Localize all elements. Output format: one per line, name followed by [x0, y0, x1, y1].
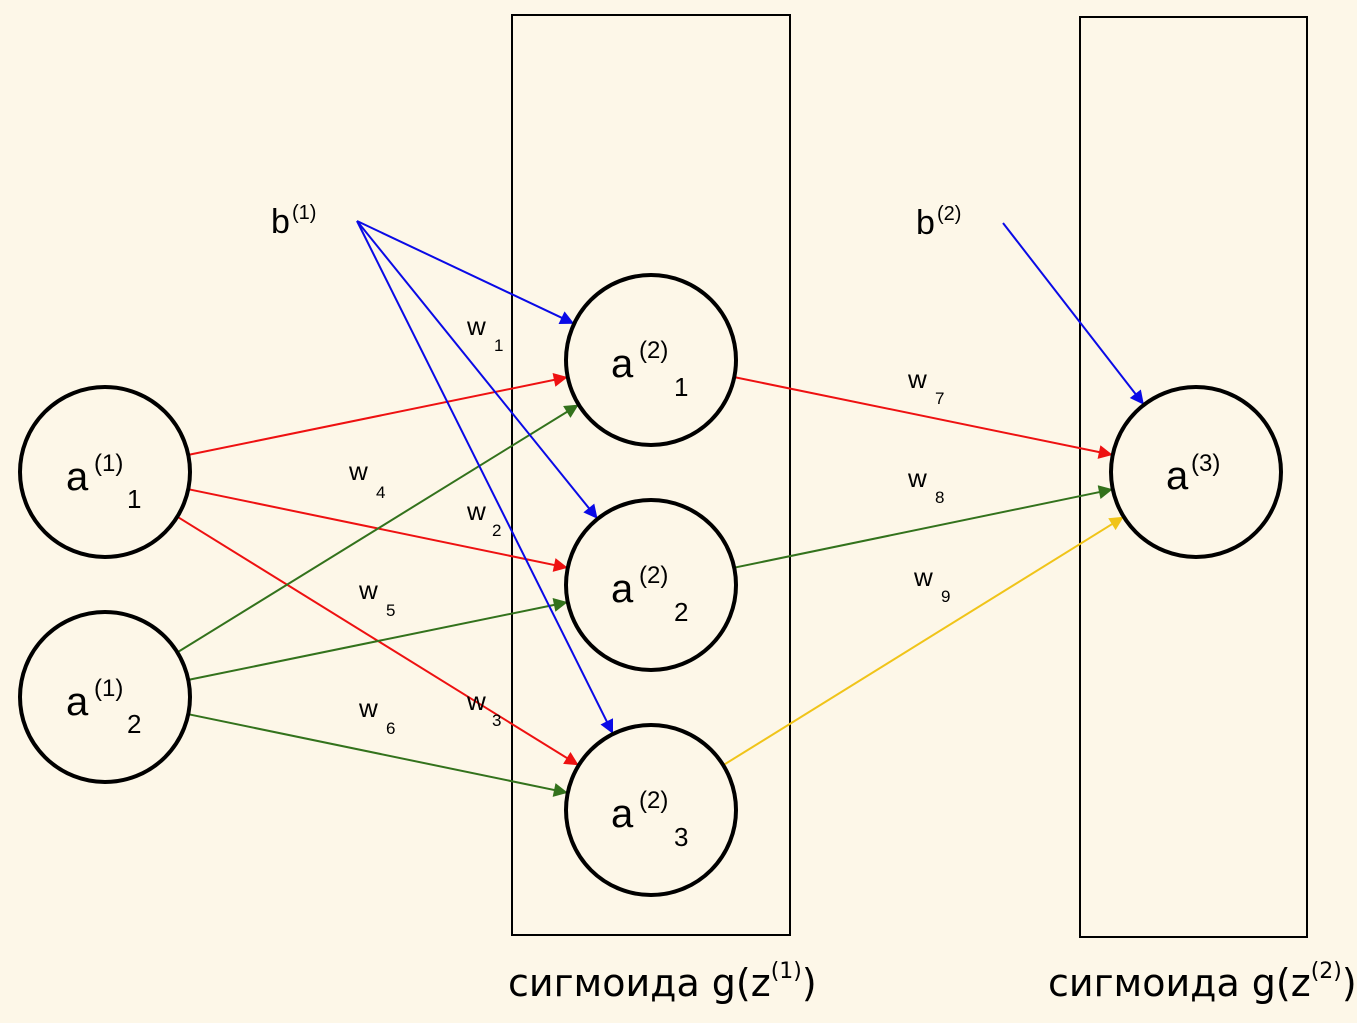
weight-w4-base: w — [348, 456, 368, 486]
bias-b1-label: b (1) — [271, 202, 316, 241]
node-input-2-base: a — [66, 680, 89, 724]
weight-w9-base: w — [913, 562, 933, 592]
weight-w6-base: w — [358, 693, 378, 723]
output-layer-box — [1079, 16, 1308, 938]
edge-hidden-1-to-output — [734, 376, 1113, 459]
weight-w1-sub: 1 — [494, 336, 503, 355]
node-hidden-2: a (2) 2 — [564, 498, 738, 672]
hidden-caption-text: сигмоида g(z — [508, 961, 771, 1005]
weight-w2-base: w — [466, 496, 486, 526]
node-hidden-1-base: a — [611, 342, 634, 386]
node-hidden-3: a (2) 3 — [564, 723, 738, 897]
edge-input-2-to-hidden-1 — [176, 403, 580, 654]
node-hidden-3-sub: 3 — [674, 822, 688, 852]
node-hidden-1-sup: (2) — [639, 337, 668, 364]
weight-w5-sub: 5 — [386, 601, 395, 620]
node-output-sup: (3) — [1191, 450, 1220, 477]
node-hidden-1-circle — [564, 273, 738, 447]
edge-input-2-to-hidden-3 — [187, 713, 569, 797]
bias-b1-sup: (1) — [292, 202, 316, 224]
weight-w2-sub: 2 — [492, 521, 501, 540]
weight-w5-label: w 5 — [358, 575, 395, 620]
weight-w7-base: w — [907, 364, 927, 394]
node-input-2: a (1) 2 — [18, 610, 192, 784]
node-hidden-3-circle — [564, 723, 738, 897]
weight-w9-sub: 9 — [941, 587, 950, 606]
node-hidden-1-sub: 1 — [674, 372, 688, 402]
node-input-2-circle — [18, 610, 192, 784]
node-input-2-sub: 2 — [127, 709, 141, 739]
bias-b2-base: b — [916, 204, 935, 242]
weight-w7-label: w 7 — [907, 364, 944, 408]
node-hidden-3-base: a — [611, 792, 634, 836]
edge-input-1-to-hidden-1 — [188, 373, 568, 456]
node-hidden-3-sup: (2) — [639, 787, 668, 814]
node-hidden-1: a (2) 1 — [564, 273, 738, 447]
output-caption-close: ) — [1342, 961, 1357, 1005]
weight-w1-label: w 1 — [466, 311, 503, 355]
bias-b2-label: b (2) — [916, 203, 961, 242]
weight-w3-label: w 3 — [466, 686, 501, 730]
node-output-base: a — [1166, 454, 1189, 498]
output-layer-caption: сигмоида g(z(2)) — [1048, 959, 1357, 1005]
node-input-1-sup: (1) — [94, 450, 123, 477]
node-input-1-base: a — [66, 455, 89, 499]
node-hidden-2-base: a — [611, 567, 634, 611]
edge-b1-to-hidden-1 — [356, 220, 575, 325]
node-input-2-sup: (1) — [94, 675, 123, 702]
output-caption-text: сигмоида g(z — [1048, 961, 1311, 1005]
node-input-1: a (1) 1 — [18, 385, 192, 559]
weight-w8-sub: 8 — [935, 488, 944, 507]
node-output-circle — [1109, 385, 1283, 559]
weight-w3-sub: 3 — [492, 711, 501, 730]
weight-w8-label: w 8 — [907, 463, 944, 507]
hidden-layer-caption: сигмоида g(z(1)) — [508, 959, 817, 1005]
node-output: a (3) — [1109, 385, 1283, 559]
weight-w1-base: w — [466, 311, 486, 341]
weight-w6-sub: 6 — [386, 719, 395, 738]
weight-w5-base: w — [358, 575, 378, 605]
node-input-1-circle — [18, 385, 192, 559]
edge-hidden-3-to-output — [722, 515, 1125, 767]
bias-b1-base: b — [271, 203, 290, 241]
hidden-caption-close: ) — [802, 961, 817, 1005]
edge-b2-to-output — [1002, 222, 1145, 406]
weight-w7-sub: 7 — [935, 389, 944, 408]
node-hidden-2-sup: (2) — [639, 562, 668, 589]
edge-hidden-2-to-output — [733, 485, 1114, 569]
edge-b1-to-hidden-2 — [356, 220, 599, 520]
weight-w3-base: w — [466, 686, 486, 716]
weight-w4-sub: 4 — [376, 483, 385, 502]
node-hidden-2-circle — [564, 498, 738, 672]
node-hidden-2-sub: 2 — [674, 597, 688, 627]
output-caption-sup: (2) — [1311, 959, 1342, 984]
weight-w8-base: w — [907, 463, 927, 493]
edge-input-2-to-hidden-2 — [188, 598, 568, 681]
weight-w2-label: w 2 — [466, 496, 501, 540]
hidden-layer-box — [511, 14, 791, 936]
weight-w9-label: w 9 — [913, 562, 950, 606]
edges — [176, 220, 1145, 797]
bias-b2-sup: (2) — [937, 203, 961, 225]
edge-b1-to-hidden-3 — [356, 220, 614, 735]
hidden-caption-sup: (1) — [771, 959, 802, 984]
node-input-1-sub: 1 — [127, 484, 141, 514]
weight-w4-label: w 4 — [348, 456, 385, 502]
weight-w6-label: w 6 — [358, 693, 395, 738]
